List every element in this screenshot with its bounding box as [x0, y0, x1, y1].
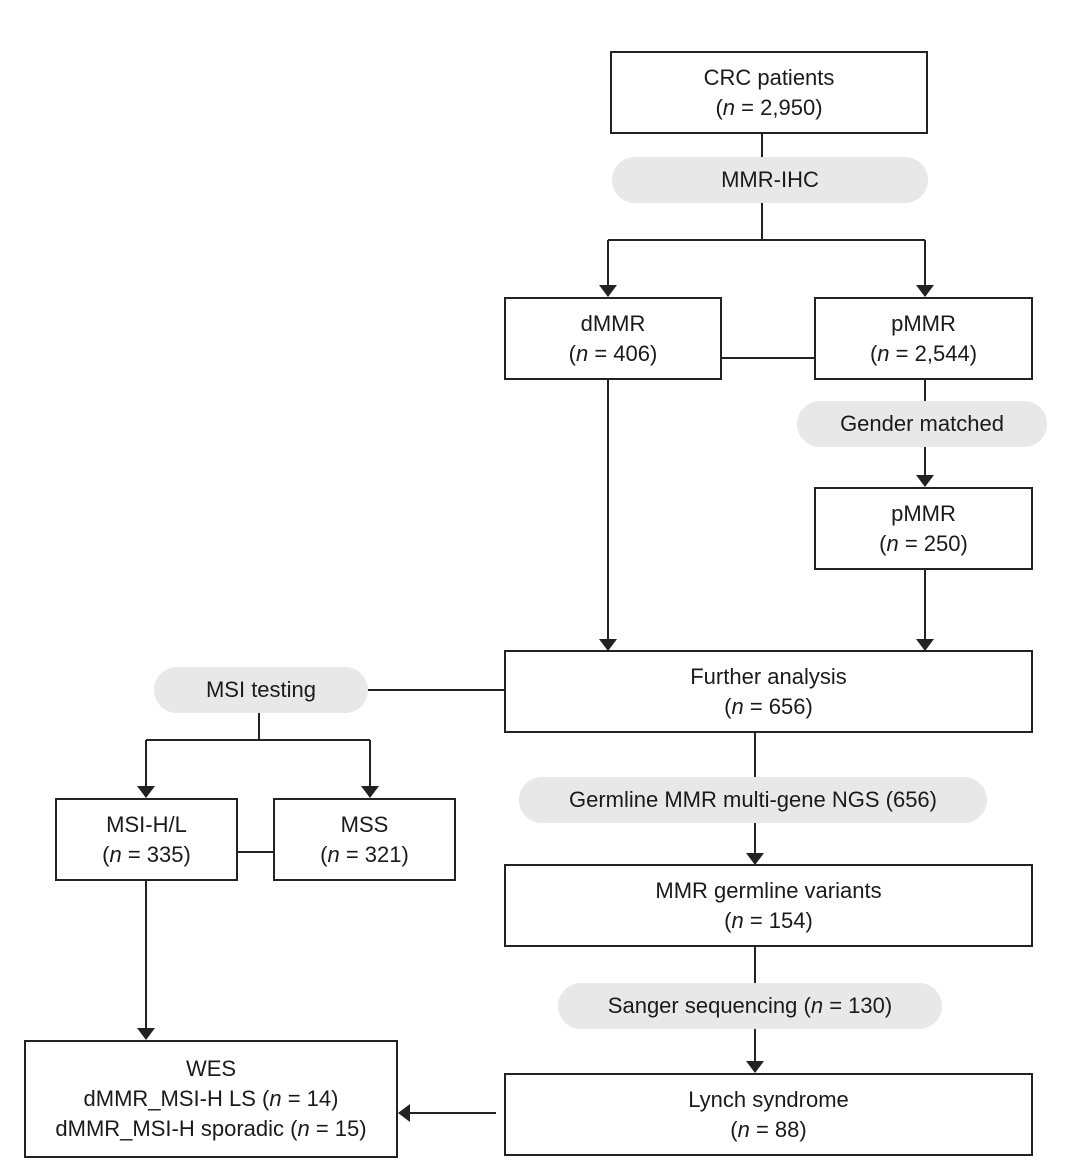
wes-line-ls: dMMR_MSI-H LS (n = 14)	[83, 1086, 339, 1111]
count: = 321	[345, 841, 402, 867]
n-symbol: n	[269, 1086, 282, 1111]
box-title: MSI-H/L	[106, 811, 187, 837]
box-further-analysis: Further analysis (n = 656)	[504, 650, 1033, 733]
count: = 656	[749, 693, 806, 719]
box-title: Further analysis	[690, 663, 847, 689]
box-crc-patients: CRC patients (n = 2,950)	[610, 51, 928, 134]
box-mss: MSS (n = 321)	[273, 798, 456, 881]
n-symbol: n	[722, 94, 736, 120]
box-dmmr: dMMR (n = 406)	[504, 297, 722, 380]
count: = 335	[127, 841, 184, 867]
n-symbol: n	[109, 841, 122, 867]
box-title: pMMR	[891, 310, 956, 336]
n-symbol: n	[886, 530, 899, 556]
box-title: Lynch syndrome	[688, 1086, 849, 1112]
box-title: MMR germline variants	[655, 877, 882, 903]
n-symbol: n	[327, 841, 340, 867]
pill-germline-ngs: Germline MMR multi-gene NGS (656)	[519, 777, 987, 823]
box-wes: WES dMMR_MSI-H LS (n = 14) dMMR_MSI-H sp…	[24, 1040, 398, 1158]
n-symbol: n	[297, 1116, 310, 1141]
n-symbol: n	[731, 907, 744, 933]
pill-mmr-ihc: MMR-IHC	[612, 157, 928, 203]
n-symbol: n	[575, 340, 589, 366]
box-title: MSS	[340, 811, 389, 837]
count: = 2,950	[741, 94, 816, 120]
count: = 406	[594, 340, 651, 366]
count: = 250	[904, 530, 961, 556]
box-title: WES	[185, 1056, 237, 1081]
n-symbol: n	[810, 993, 824, 1018]
box-pmmr-all: pMMR (n = 2,544)	[814, 297, 1033, 380]
count: = 88	[755, 1116, 800, 1142]
box-title: dMMR	[580, 310, 646, 336]
pill-msi-testing: MSI testing	[154, 667, 368, 713]
wes-line-sporadic: dMMR_MSI-H sporadic (n = 15)	[55, 1116, 367, 1141]
box-msi-h-l: MSI-H/L (n = 335)	[55, 798, 238, 881]
n-symbol: n	[877, 340, 890, 366]
n-symbol: n	[737, 1116, 750, 1142]
count: = 154	[749, 907, 806, 933]
box-lynch-syndrome: Lynch syndrome (n = 88)	[504, 1073, 1033, 1156]
pill-sanger-sequencing: Sanger sequencing (n = 130)	[558, 983, 942, 1029]
box-mmr-germline-variants: MMR germline variants (n = 154)	[504, 864, 1033, 947]
box-title: pMMR	[891, 500, 956, 526]
n-symbol: n	[731, 693, 744, 719]
count: = 2,544	[895, 340, 970, 366]
box-title: CRC patients	[703, 64, 835, 90]
pill-gender-matched: Gender matched	[797, 401, 1047, 447]
box-pmmr-matched: pMMR (n = 250)	[814, 487, 1033, 570]
